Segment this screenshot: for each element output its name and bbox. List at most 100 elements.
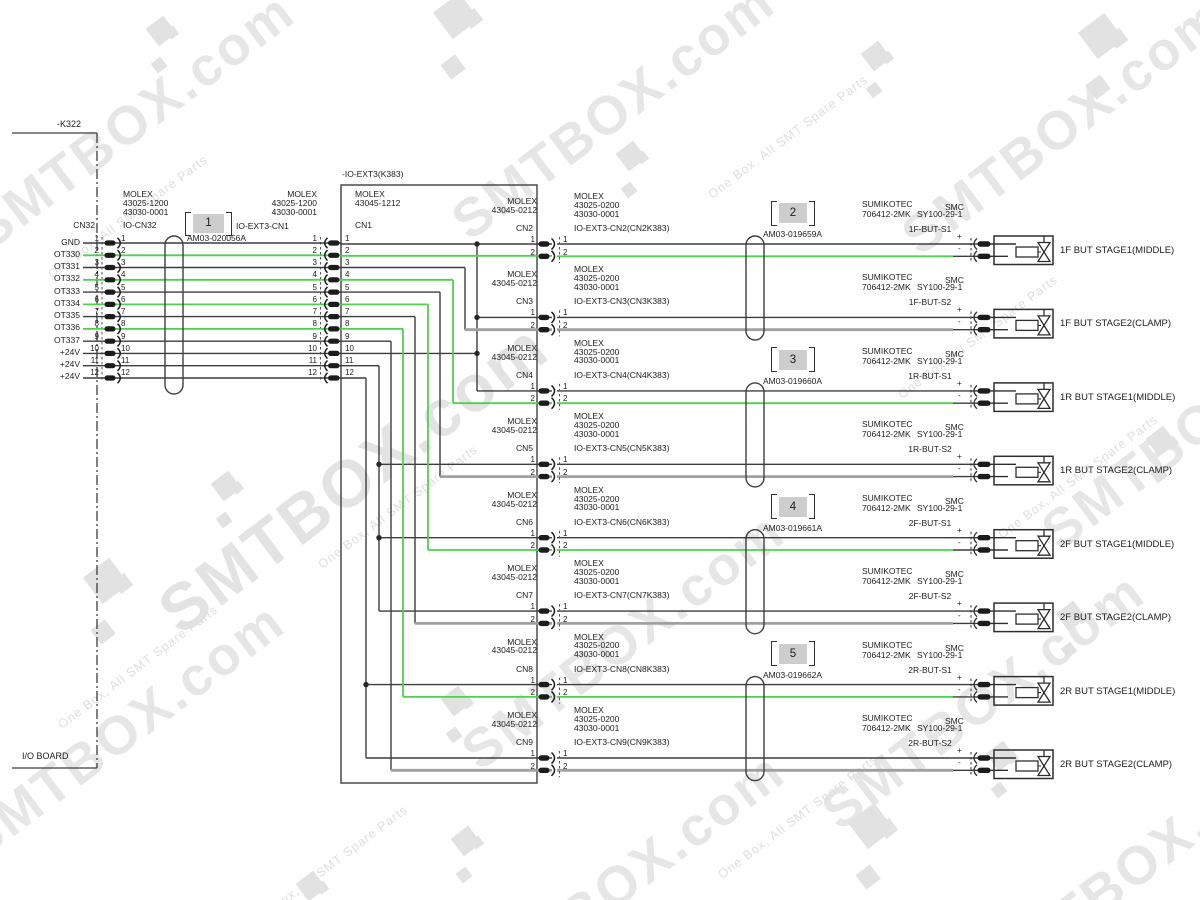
valve-part1: 706412-2MK — [862, 429, 911, 440]
molex-part: 43030-0001 — [123, 206, 169, 217]
cn1-pin-number-right: 1 — [345, 233, 350, 243]
group-pin2-number-left: 2 — [530, 320, 535, 330]
cn32-pin-number-left: 2 — [94, 245, 99, 255]
cn32-pin-signal-label: +24V — [59, 371, 80, 382]
group-pin2-number-left: 2 — [530, 614, 535, 624]
group-cn-name: CN6 — [515, 516, 533, 527]
cn32-pin-signal-label: OT336 — [54, 322, 80, 333]
molex-maker: MOLEX — [123, 189, 153, 199]
molex-part: 43025-0200 — [574, 199, 620, 210]
group-io-label: IO-EXT3-CN4(CN4K383) — [574, 369, 670, 380]
molex-part: 43030-0001 — [574, 575, 620, 586]
molex-maker: MOLEX — [507, 269, 537, 280]
cn32-pin-number-right: 6 — [121, 294, 126, 304]
group-pin2-number-left: 2 — [530, 394, 535, 404]
molex-maker: MOLEX — [507, 196, 537, 206]
cn1-pin-number-left: 1 — [312, 233, 317, 243]
cn32-pin-number-left: 6 — [94, 294, 99, 304]
group-molex-in: MOLEX 43045-0212 — [480, 490, 537, 509]
cn32-pin-number-left: 11 — [90, 356, 99, 366]
molex-maker: MOLEX — [507, 710, 537, 720]
kit: 4 AM03-019661A — [763, 494, 893, 539]
cn32-pin-signal-label: +24V — [59, 359, 80, 370]
valve-maker: SUMIKOTEC — [862, 639, 913, 650]
group-cn-name: CN3 — [515, 296, 533, 307]
cn1-pin-number-right: 4 — [345, 270, 350, 280]
group-cn-name: CN5 — [515, 443, 533, 454]
group-molex-in: MOLEX 43045-0212 — [480, 564, 537, 582]
valve-part1: 706412-2MK — [862, 502, 911, 513]
group-molex-out: MOLEX 43025-0200 43030-0001 — [574, 339, 619, 365]
cn32-pin-row: +24V 11 11 — [0, 356, 360, 369]
molex-part: 43030-0001 — [271, 206, 317, 217]
cn1-name: CN1 — [355, 220, 373, 230]
cn32-pin-number-right: 5 — [121, 282, 126, 292]
molex-maker: MOLEX — [574, 558, 604, 569]
valve-function-label: 2R BUT STAGE1(MIDDLE) — [1060, 685, 1176, 697]
cn32-pin-number-right: 9 — [121, 331, 126, 341]
molex-maker: MOLEX — [507, 342, 537, 353]
molex-part: 43045-0212 — [491, 498, 537, 509]
valve-part1: 706412-2MK — [862, 723, 911, 733]
molex-part: 43025-0200 — [574, 640, 620, 651]
board-ref-label: -K322 — [57, 119, 82, 129]
cn32-pin-number-right: 7 — [121, 307, 126, 317]
cn1-pin-number-right: 9 — [345, 331, 350, 341]
cn1-pin-number-left: 12 — [308, 368, 317, 378]
molex-part: 43025-0200 — [574, 493, 620, 504]
group-pin2-number-left: 2 — [530, 247, 535, 257]
valve-plus-label: + — [957, 378, 962, 388]
group-io-label: IO-EXT3-CN5(CN5K383) — [574, 443, 670, 454]
kit-code: AM03-019660A — [763, 375, 823, 386]
cn1-pin-number-left: 9 — [312, 331, 317, 341]
group-pin2-number-left: 2 — [530, 761, 535, 771]
wires-right-plus — [557, 243, 978, 771]
wires-internal — [340, 243, 552, 771]
cn1-pin-number-right: 6 — [345, 294, 350, 304]
ext3-box-outline — [340, 184, 538, 784]
cn32-pin-number-right: 2 — [121, 245, 126, 255]
valve-maker2: SMC — [945, 569, 964, 580]
molex-part: 43030-0001 — [574, 208, 620, 219]
molex-maker: MOLEX — [287, 189, 317, 199]
valve-minus-label: - — [958, 611, 961, 621]
cn1-pin-number-left: 6 — [312, 294, 317, 304]
group-molex-out: MOLEX 43025-0200 43030-0001 — [574, 412, 619, 438]
valve-minus-label: - — [958, 390, 961, 400]
cn-group: MOLEX 43045-0212 CN2 1 2 1 2 MOLEX 43025… — [480, 190, 1200, 264]
group-pin2-number-right: 2 — [563, 394, 568, 404]
group-pin2-number-left: 2 — [530, 688, 535, 698]
molex-part: 43045-1212 — [355, 197, 401, 208]
group-molex-out: MOLEX 43025-0200 43030-0001 — [574, 559, 619, 585]
group-molex-out: MOLEX 43025-0200 43030-0001 — [574, 265, 619, 291]
cn1-pin-number-right: 8 — [345, 319, 350, 329]
valve-part2: SY100-29-1 — [917, 576, 963, 587]
valve-function-label: 1R BUT STAGE2(CLAMP) — [1060, 465, 1173, 477]
valve-minus-label: - — [958, 464, 961, 474]
group-io-label: IO-EXT3-CN6(CN6K383) — [574, 516, 670, 527]
group-molex-in: MOLEX 43045-0212 — [480, 637, 537, 656]
cn32-pin-row: GND 1 1 — [0, 233, 360, 247]
valve-part2: SY100-29-1 — [917, 209, 963, 219]
group-pin1-number-right: 1 — [563, 455, 568, 465]
group-pin1-number-left: 1 — [530, 528, 535, 538]
valve-minus-label: - — [958, 758, 961, 767]
cn32-pin-signal-label: GND — [61, 236, 80, 247]
group-pin1-number-right: 1 — [563, 381, 568, 391]
kit: 2 AM03-019659A — [763, 200, 893, 245]
cn32-pin-row: OT335 7 7 — [0, 307, 360, 320]
valve-function-label: 2F BUT STAGE2(CLAMP) — [1060, 612, 1172, 624]
kit-code: AM03-019662A — [763, 669, 823, 680]
group-molex-in: MOLEX 43045-0212 — [480, 197, 537, 215]
valve-ref: 1F-BUT-S1 — [908, 224, 952, 234]
valve-minus-label: - — [958, 684, 961, 694]
valve-maker: SUMIKOTEC — [862, 713, 913, 723]
valve-plus-label: + — [957, 452, 962, 462]
cn32-pin-row: +24V 10 10 — [0, 343, 360, 357]
valve-maker: SUMIKOTEC — [862, 566, 913, 577]
group-pin1-number-right: 1 — [563, 308, 568, 318]
group-molex-in: MOLEX 43045-0212 — [480, 344, 537, 362]
molex-maker: MOLEX — [574, 337, 604, 348]
